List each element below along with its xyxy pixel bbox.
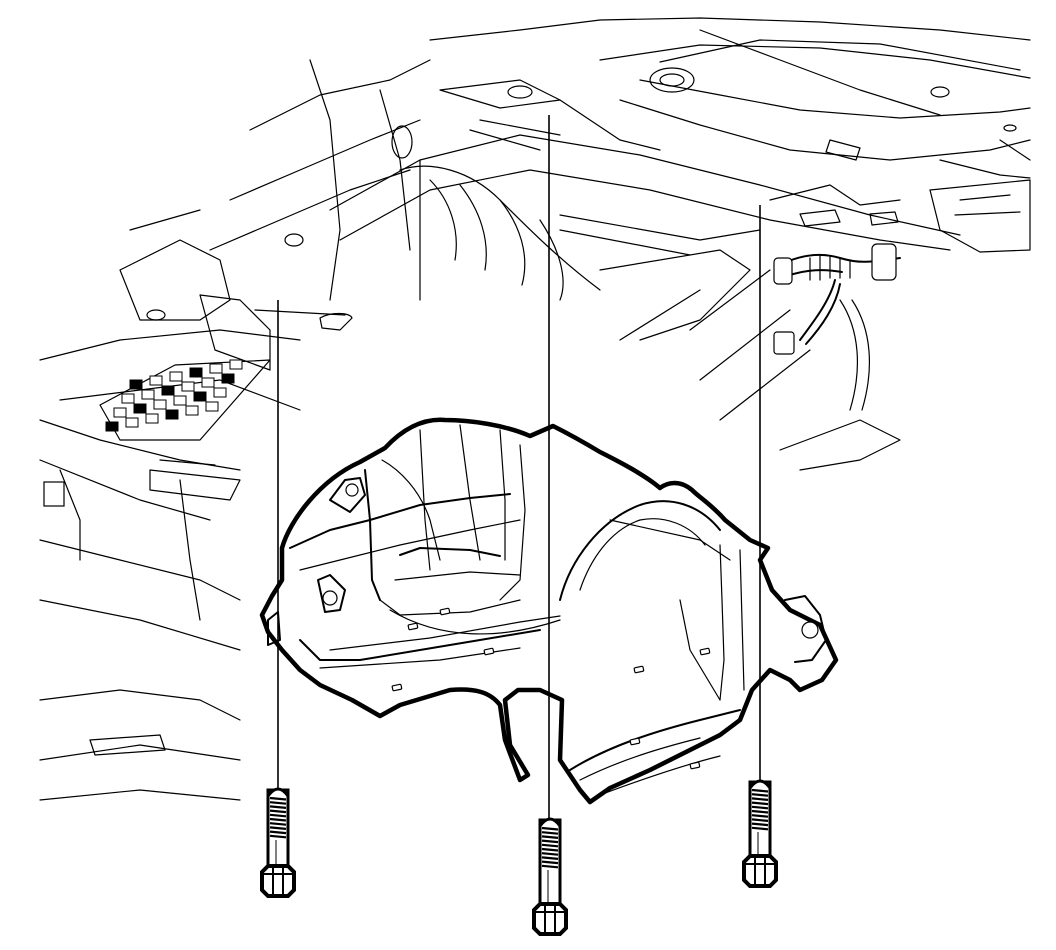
vehicle-underbody (39, 17, 1031, 801)
left-floor-panel (39, 329, 301, 801)
crossmember (329, 79, 961, 301)
mounting-slot (483, 647, 495, 656)
grid-cell (213, 387, 227, 398)
grid-cell (129, 379, 143, 390)
bolt-hex-head (532, 902, 568, 936)
bolt-hex-head (742, 854, 778, 888)
bolt-center (532, 817, 568, 936)
grid-cell (209, 363, 223, 374)
mounting-slot (391, 683, 403, 692)
tank-mounting-slots (391, 607, 711, 770)
bolt-hex-head (260, 864, 296, 898)
grid-cell (113, 407, 127, 418)
grid-cell (165, 409, 179, 420)
bolt-left (260, 787, 296, 898)
mounting-slot (699, 647, 711, 656)
grid-cell (185, 405, 199, 416)
grid-cell (121, 393, 135, 404)
tank-fittings (267, 477, 827, 663)
grid-cell (153, 399, 167, 410)
grid-cell (145, 413, 159, 424)
grid-cell (173, 395, 187, 406)
grid-cell (105, 421, 119, 432)
tank-outline (259, 417, 839, 805)
mounting-slot (629, 737, 641, 746)
grid-cell (181, 381, 195, 392)
grid-cell (193, 391, 207, 402)
grid-cell (169, 371, 183, 382)
mounting-slot (407, 622, 419, 631)
mounting-slot (439, 607, 451, 616)
grid-cell (149, 375, 163, 386)
mounting-slot (689, 761, 701, 770)
tank-assembly (259, 417, 839, 805)
rear-floor-pan (429, 17, 1031, 253)
bolt-right (742, 779, 778, 888)
grid-cell (133, 403, 147, 414)
access-panel-grid (99, 359, 271, 441)
guide-lines (277, 115, 761, 820)
grid-cell (201, 377, 215, 388)
grid-cell (141, 389, 155, 400)
grid-cell (221, 373, 235, 384)
grid-cell (189, 367, 203, 378)
grid-cell (229, 359, 243, 370)
grid-cell (125, 417, 139, 428)
evap-lines (773, 243, 901, 471)
grid-cell (161, 385, 175, 396)
mounting-slot (633, 665, 645, 674)
grid-cell (205, 401, 219, 412)
left-frame-rail (119, 59, 431, 371)
bolts (260, 779, 778, 936)
heat-shield (399, 165, 811, 421)
